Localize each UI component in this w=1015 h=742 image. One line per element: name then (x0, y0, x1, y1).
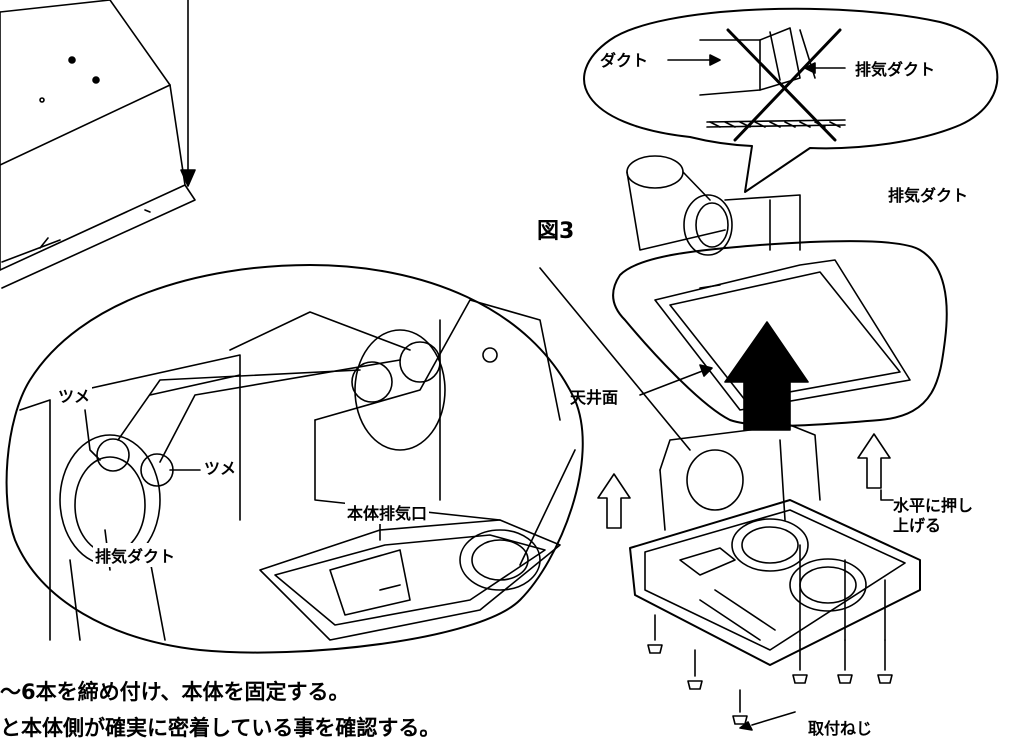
push-arrow-right (857, 433, 894, 501)
instruction-line-1: ～6本を締め付け、本体を固定する。 (0, 680, 350, 704)
label-claw-lower: ツメ (202, 455, 239, 479)
unit-box-topleft (0, 0, 196, 289)
label-duct-bubble: ダクト (600, 51, 649, 70)
ceiling-panel (612, 240, 948, 427)
label-push-horizontal-2: 上げる (893, 516, 942, 535)
lift-arrow (724, 321, 809, 431)
label-body-exhaust-port: 本体排気口 (345, 500, 430, 524)
label-claw-upper: ツメ (56, 383, 93, 407)
mounting-screws (647, 544, 893, 725)
duct-assembly (626, 155, 801, 256)
label-mounting-screw: 取付ねじ (808, 719, 873, 738)
label-push-horizontal-1: 水平に押し (893, 496, 974, 515)
label-exhaust-duct-bubble: 排気ダクト (855, 60, 936, 79)
push-arrow-left (597, 473, 631, 529)
zoom-detail (5, 264, 584, 654)
detail-bubble (583, 7, 999, 193)
fan-unit (629, 424, 921, 666)
label-exhaust-duct-right: 排気ダクト (888, 186, 969, 205)
label-ceiling-surface: 天井面 (570, 388, 619, 407)
top-arrow (180, 0, 196, 187)
instruction-line-2: と本体側が確実に密着している事を確認する。 (0, 716, 441, 740)
label-exhaust-duct-zoom: 排気ダクト (93, 543, 178, 567)
figure-number: 図3 (537, 219, 575, 244)
